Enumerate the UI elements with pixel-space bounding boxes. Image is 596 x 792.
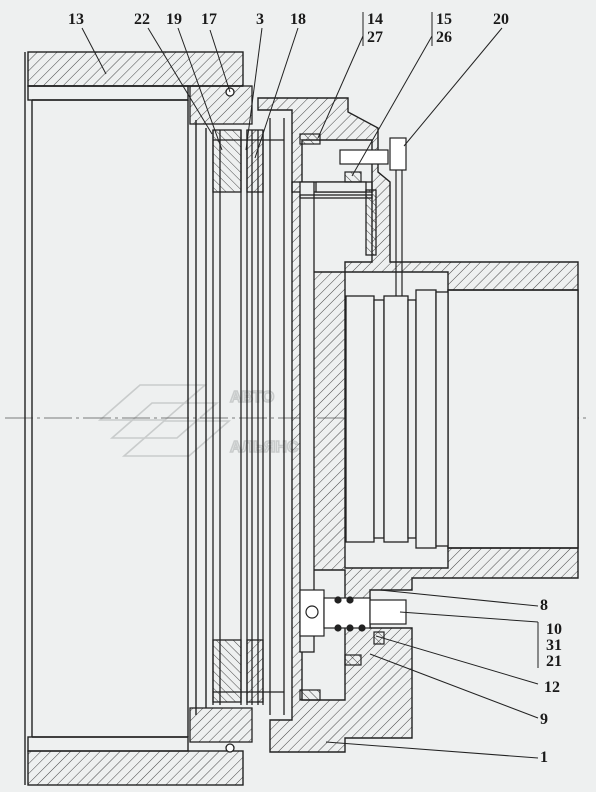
callout-20: 20 — [493, 11, 509, 28]
callout-21: 21 — [546, 653, 562, 670]
oil-channel — [339, 137, 407, 296]
callout-19: 19 — [166, 11, 182, 28]
callout-27: 27 — [367, 29, 383, 46]
valve-assembly — [299, 589, 407, 645]
callout-18: 18 — [290, 11, 306, 28]
disc-pack — [212, 118, 285, 715]
piston-ring — [189, 85, 253, 753]
callout-13: 13 — [68, 11, 84, 28]
drum-plates — [291, 181, 377, 653]
ring-part-13 — [27, 51, 244, 786]
callout-9: 9 — [540, 711, 548, 728]
watermark: АВТО АЛЬЯНС — [97, 384, 300, 457]
callout-31: 31 — [546, 637, 562, 654]
callout-14: 14 — [367, 11, 383, 28]
callout-22: 22 — [134, 11, 150, 28]
seals-upper — [299, 133, 362, 701]
callout-26: 26 — [436, 29, 452, 46]
callout-10: 10 — [546, 621, 562, 638]
callout-12: 12 — [544, 679, 560, 696]
housing-inner-outline — [24, 52, 207, 785]
callout-15: 15 — [436, 11, 452, 28]
callouts: 13 22 19 17 3 18 14 27 15 26 20 8 10 31 … — [68, 11, 562, 766]
watermark-logo — [97, 384, 232, 457]
leader-lines — [81, 12, 539, 759]
watermark-line2: АЛЬЯНС — [230, 439, 299, 456]
callout-17: 17 — [201, 11, 217, 28]
callout-1: 1 — [540, 749, 548, 766]
shaft-splines — [345, 289, 449, 549]
callout-3: 3 — [256, 11, 264, 28]
callout-8: 8 — [540, 597, 548, 614]
